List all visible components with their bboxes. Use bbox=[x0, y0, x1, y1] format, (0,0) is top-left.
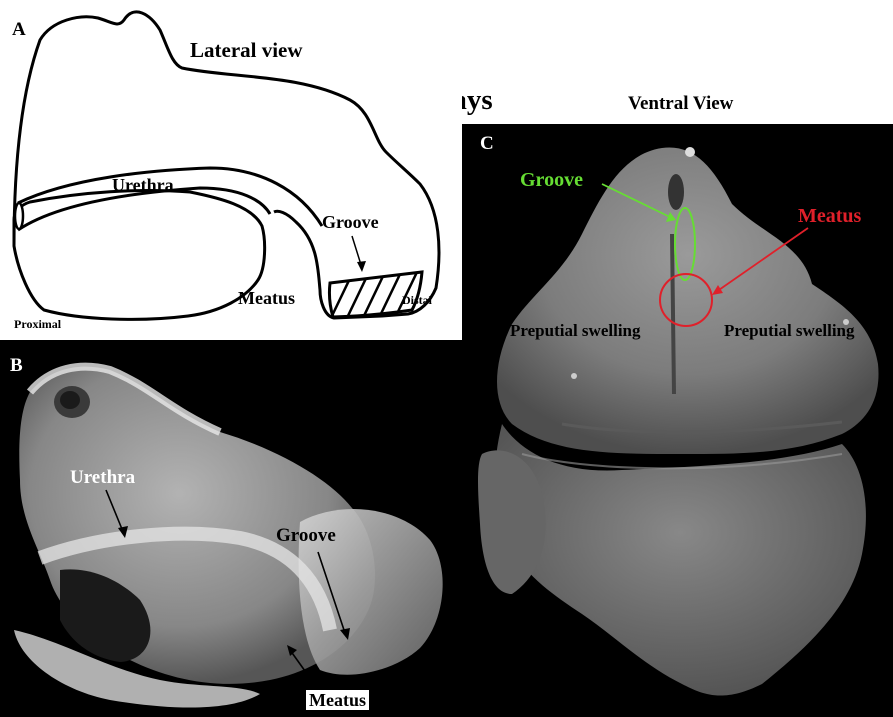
urethra-opening bbox=[15, 203, 23, 229]
panel-b-lateral-scan: B Urethra Groove Meatus bbox=[0, 340, 462, 717]
groove-label: Groove bbox=[322, 213, 379, 231]
urethra-label: Urethra bbox=[112, 176, 174, 194]
proximal-label: Proximal bbox=[14, 318, 61, 330]
panel-a-letter: A bbox=[12, 20, 26, 39]
distal-label: Distal bbox=[402, 294, 432, 306]
meatus-label-c: Meatus bbox=[798, 206, 861, 226]
groove-label-c: Groove bbox=[520, 170, 583, 190]
meatus-label-b: Meatus bbox=[306, 690, 369, 710]
panel-b-letter: B bbox=[10, 356, 23, 375]
panel-c-letter: C bbox=[480, 134, 494, 153]
groove-label-b: Groove bbox=[276, 526, 336, 545]
ventral-view-title: Ventral View bbox=[628, 94, 733, 113]
urethra-label-b: Urethra bbox=[70, 468, 135, 487]
panel-c-ventral-render: C Groove Meatus Preputial swelling Prepu… bbox=[462, 124, 893, 717]
lateral-view-heading: Lateral view bbox=[190, 40, 303, 61]
preputial-swelling-left: Preputial swelling bbox=[510, 322, 641, 339]
groove-arrowhead bbox=[357, 261, 366, 272]
lateral-scan-image bbox=[0, 340, 462, 717]
preputial-swelling-right: Preputial swelling bbox=[724, 322, 855, 339]
meatus-label: Meatus bbox=[238, 289, 295, 307]
panel-a-lateral-drawing: A Lateral view Urethra Groove Meatus Pro… bbox=[0, 0, 462, 340]
lower-body-outline bbox=[14, 190, 265, 319]
